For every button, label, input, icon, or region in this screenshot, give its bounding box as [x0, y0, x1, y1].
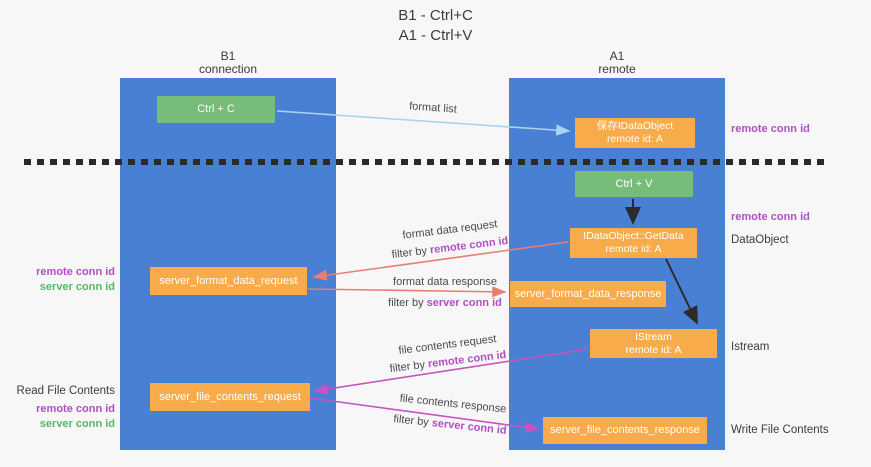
server-conn-id-key: server conn id	[431, 417, 508, 437]
save-idataobject-line2: remote id: A	[606, 133, 664, 145]
left-remote-conn-id-bottom: remote conn id	[36, 403, 115, 415]
ctrl-v-box: Ctrl + V	[575, 171, 693, 197]
right-write-file-contents-label: Write File Contents	[731, 424, 829, 436]
ctrl-v-label: Ctrl + V	[615, 177, 653, 190]
getdata-line2: remote id: A	[605, 243, 662, 255]
istream-line1: IStream	[635, 330, 672, 343]
lane-header-b1: B1 connection	[120, 50, 336, 76]
lane-a1-role: remote	[598, 62, 636, 76]
lane-b1-role: connection	[198, 62, 258, 76]
lane-header-a1: A1 remote	[509, 50, 725, 76]
server-file-contents-response-label: server_file_contents_response	[550, 424, 700, 436]
format-data-response-label: format data response	[393, 276, 497, 288]
remote-conn-id-key: remote conn id	[429, 234, 509, 257]
server-file-contents-request-label: server_file_contents_request	[159, 390, 301, 403]
filter-by-text: filter by	[391, 244, 431, 262]
server-format-data-request-label: server_format_data_request	[159, 274, 298, 287]
server-format-data-request-box: server_format_data_request	[150, 267, 307, 295]
getdata-line1: IDataObject::GetData	[583, 230, 684, 242]
save-idataobject-line1: 保存IDataObject	[596, 120, 674, 132]
left-read-file-contents-label: Read File Contents	[16, 385, 115, 397]
left-server-conn-id-mid: server conn id	[39, 281, 115, 293]
diagram-title-line1: B1 - Ctrl+C	[398, 7, 473, 24]
right-remote-conn-id-mid: remote conn id	[731, 211, 810, 223]
lane-b1-name: B1	[220, 49, 236, 63]
server-format-data-response-label: server_format_data_response	[514, 287, 662, 300]
ctrl-c-label: Ctrl + C	[197, 103, 235, 115]
format-list-label: format list	[408, 100, 458, 116]
diagram-title: B1 - Ctrl+C A1 - Ctrl+V	[0, 6, 871, 46]
filter-by-text: filter by	[389, 358, 429, 376]
filter-by-text: filter by	[388, 297, 427, 309]
ctrl-c-box: Ctrl + C	[157, 96, 275, 123]
server-format-data-response-box: server_format_data_response	[510, 281, 666, 307]
left-server-conn-id-bottom: server conn id	[39, 418, 115, 430]
istream-line2: remote id: A	[625, 343, 682, 356]
arrow-format-data-response	[307, 286, 507, 298]
format-data-response-filter-label: filter by server conn id	[365, 297, 525, 309]
server-conn-id-key: server conn id	[426, 297, 502, 309]
getdata-box: IDataObject::GetData remote id: A	[570, 228, 697, 258]
right-dataobject-label: DataObject	[731, 234, 789, 246]
diagram-title-line2: A1 - Ctrl+V	[398, 27, 473, 44]
remote-conn-id-key: remote conn id	[427, 348, 507, 371]
save-idataobject-box: 保存IDataObject remote id: A	[575, 118, 695, 148]
filter-by-text: filter by	[392, 413, 433, 430]
right-remote-conn-id-top: remote conn id	[731, 123, 810, 135]
lane-a1-name: A1	[609, 49, 625, 63]
right-istream-label: Istream	[731, 341, 770, 353]
server-file-contents-request-box: server_file_contents_request	[150, 383, 310, 411]
istream-box: IStream remote id: A	[590, 329, 717, 358]
left-remote-conn-id-mid: remote conn id	[36, 266, 115, 278]
server-file-contents-response-box: server_file_contents_response	[543, 417, 707, 444]
